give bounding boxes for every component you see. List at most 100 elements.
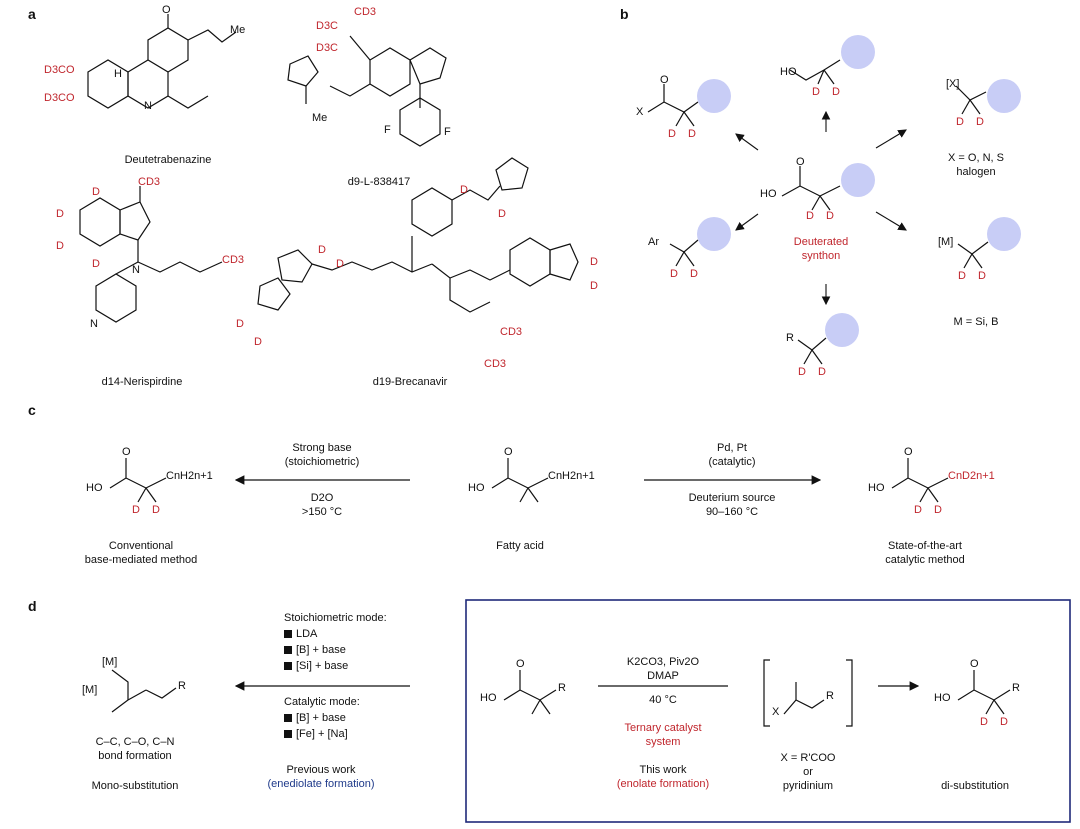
label-d: D: [976, 116, 984, 128]
left-condition: Strong base: [292, 442, 352, 454]
label-o: O: [660, 74, 669, 86]
x-def-box-3: pyridinium: [782, 780, 834, 792]
label-d: D: [688, 128, 696, 140]
deutetrabenazine-structure: [87, 14, 237, 109]
di-substitution-label: di-substitution: [941, 780, 1009, 792]
reagents-label: K2CO3, Piv2O: [626, 656, 700, 668]
l838417-structure: [287, 35, 447, 147]
atom-label: CD3: [500, 326, 523, 338]
deuterated-synthon-label-2: synthon: [801, 250, 841, 262]
mono-substitution-label: Mono-substitution: [91, 780, 179, 792]
bond-formation-label-2: bond formation: [98, 750, 172, 762]
label-x-bracket: [X]: [946, 78, 960, 90]
label-d: D: [914, 504, 922, 516]
m-definition: M = Si, B: [953, 316, 999, 328]
x-definition: X = O, N, S: [948, 152, 1004, 164]
nerispirdine-structure: [79, 186, 223, 323]
label-d: D: [812, 86, 820, 98]
panel-b-arrows: [735, 110, 907, 306]
chain-label-d: CnD2n+1: [948, 470, 995, 482]
this-work-label: This work: [639, 764, 687, 776]
label-o: O: [970, 658, 979, 670]
label-d: D: [958, 270, 966, 282]
left-condition-3: D2O: [310, 492, 334, 504]
panel-label-d: d: [28, 598, 37, 614]
atom-label: F: [384, 124, 391, 136]
atom-label: N: [132, 264, 140, 276]
panel-label-c: c: [28, 402, 36, 418]
stoich-item: [Si] + base: [284, 660, 348, 673]
label-r: R: [178, 680, 186, 692]
brecanavir-structure: [257, 157, 579, 313]
panel-c-structures: [109, 458, 949, 503]
label-ho: HO: [86, 482, 103, 494]
panel-b-structures: [647, 59, 989, 365]
label-o: O: [504, 446, 513, 458]
label-x: X: [772, 706, 780, 718]
synthon-circles: [697, 35, 1021, 347]
right-condition: Pd, Pt: [717, 442, 747, 454]
label-ar: Ar: [648, 236, 659, 248]
panel-label-b: b: [620, 6, 629, 22]
previous-work-sub: (enediolate formation): [267, 778, 375, 790]
atom-label: D: [92, 186, 100, 198]
previous-work-label: Previous work: [286, 764, 356, 776]
label-ho: HO: [780, 66, 797, 78]
label-d: D: [132, 504, 140, 516]
label-d: D: [668, 128, 676, 140]
atom-label: D: [56, 240, 64, 252]
label-ho: HO: [868, 482, 885, 494]
cat-item: [Fe] + [Na]: [284, 728, 348, 741]
label-m: [M]: [102, 656, 118, 668]
atom-label: D: [92, 258, 100, 270]
state-of-art-label: State-of-the-art: [888, 540, 962, 552]
right-condition-4: 90–160 °C: [705, 506, 759, 518]
label-r: R: [786, 332, 794, 344]
this-work-sub: (enolate formation): [616, 778, 710, 790]
molecule-name: d19-Brecanavir: [372, 376, 448, 388]
atom-label: D: [590, 280, 598, 292]
panel-d-structures: [111, 659, 1011, 727]
label-m-prime: [M]: [82, 684, 98, 696]
atom-label: CD3: [484, 358, 507, 370]
molecule-name: d9-L-838417: [347, 176, 411, 188]
right-condition-2: (catalytic): [708, 456, 756, 468]
atom-label: D3C: [316, 20, 339, 32]
conventional-label: Conventional: [108, 540, 174, 552]
label-d: D: [980, 716, 988, 728]
deuterated-synthon-label: Deuterated: [793, 236, 849, 248]
atom-label: CD3: [138, 176, 161, 188]
atom-label: N: [144, 100, 152, 112]
left-condition-4: >150 °C: [301, 506, 343, 518]
atom-label: D: [236, 318, 244, 330]
stoich-item: LDA: [284, 628, 317, 641]
reagents-label-2: DMAP: [647, 670, 679, 682]
ternary-label-2: system: [645, 736, 681, 748]
label-m: [M]: [938, 236, 954, 248]
label-ho: HO: [760, 188, 777, 200]
this-work-box: [465, 599, 1071, 823]
label-d: D: [832, 86, 840, 98]
atom-label: Me: [312, 112, 328, 124]
atom-label: N: [90, 318, 98, 330]
label-d: D: [1000, 716, 1008, 728]
label-d: D: [826, 210, 834, 222]
atom-label: D3C: [316, 42, 339, 54]
atom-label: D: [254, 336, 262, 348]
label-x: X: [636, 106, 644, 118]
atom-label: F: [444, 126, 451, 138]
label-ho: HO: [934, 692, 951, 704]
atom-label: D: [318, 244, 326, 256]
atom-label: Me: [230, 24, 246, 36]
label-d: D: [798, 366, 806, 378]
atom-label: D: [498, 208, 506, 220]
label-ho: HO: [468, 482, 485, 494]
fatty-acid-label: Fatty acid: [496, 540, 544, 552]
label-d: D: [934, 504, 942, 516]
atom-label: CD3: [354, 6, 377, 18]
panel-label-a: a: [28, 6, 36, 22]
label-o: O: [904, 446, 913, 458]
label-d: D: [956, 116, 964, 128]
chain-label: CnH2n+1: [548, 470, 595, 482]
